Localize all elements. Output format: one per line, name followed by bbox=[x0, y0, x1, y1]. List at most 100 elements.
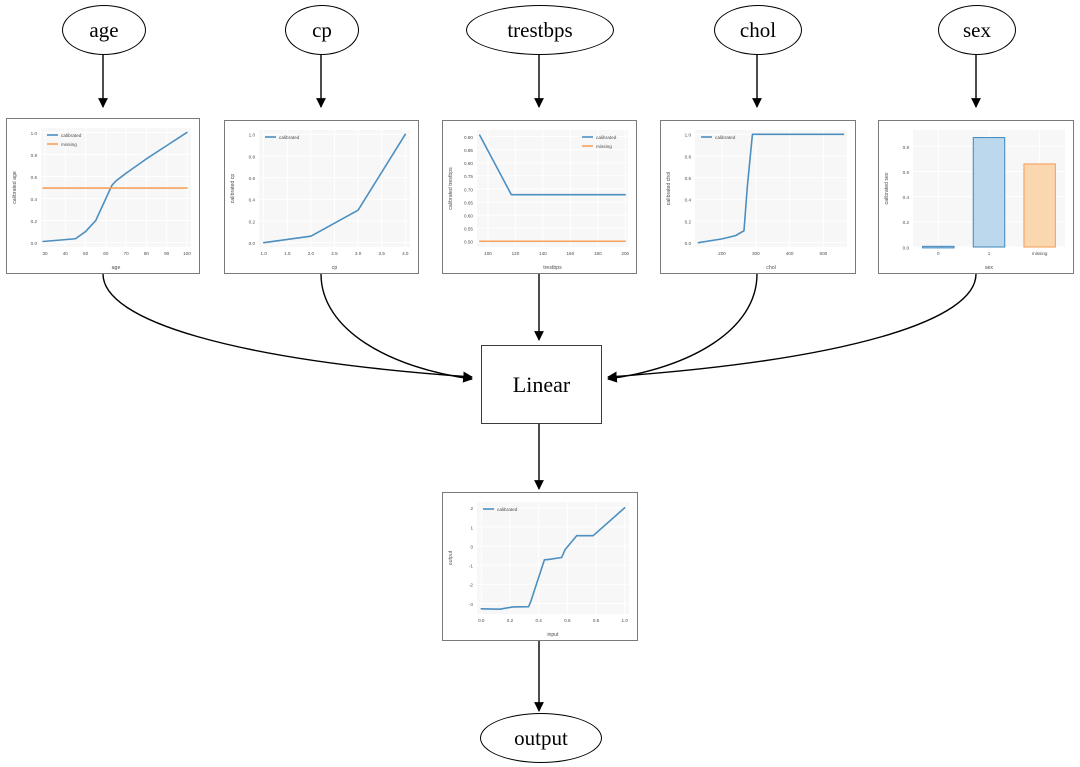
svg-text:160: 160 bbox=[567, 251, 575, 256]
svg-text:0.6: 0.6 bbox=[564, 618, 571, 623]
svg-text:1.0: 1.0 bbox=[249, 133, 256, 138]
svg-text:0.8: 0.8 bbox=[249, 154, 256, 159]
svg-text:calibrated trestbps: calibrated trestbps bbox=[448, 167, 454, 210]
svg-text:0.85: 0.85 bbox=[464, 148, 473, 153]
svg-text:120: 120 bbox=[512, 251, 520, 256]
svg-text:0.6: 0.6 bbox=[249, 176, 256, 181]
svg-text:age: age bbox=[112, 265, 121, 271]
svg-text:400: 400 bbox=[786, 251, 794, 256]
svg-text:0.2: 0.2 bbox=[507, 618, 514, 623]
svg-text:0.2: 0.2 bbox=[249, 219, 256, 224]
node-chol[interactable]: chol bbox=[714, 5, 802, 55]
svg-text:0.4: 0.4 bbox=[535, 618, 542, 623]
svg-text:missing: missing bbox=[1032, 251, 1048, 256]
node-trestbps-label: trestbps bbox=[507, 17, 573, 42]
node-output[interactable]: output bbox=[480, 713, 602, 763]
svg-text:0.75: 0.75 bbox=[464, 174, 473, 179]
svg-text:0.8: 0.8 bbox=[685, 154, 692, 159]
svg-text:calibrated: calibrated bbox=[596, 135, 617, 140]
svg-text:0.8: 0.8 bbox=[31, 153, 38, 158]
node-cp-label: cp bbox=[312, 17, 332, 42]
svg-text:180: 180 bbox=[594, 251, 602, 256]
svg-text:90: 90 bbox=[164, 251, 170, 256]
svg-text:calibrated: calibrated bbox=[715, 135, 736, 140]
svg-text:0: 0 bbox=[937, 251, 940, 256]
svg-text:0.2: 0.2 bbox=[903, 220, 910, 225]
svg-text:-1: -1 bbox=[469, 564, 474, 569]
svg-text:1.0: 1.0 bbox=[622, 618, 629, 623]
svg-text:2.5: 2.5 bbox=[331, 251, 338, 256]
svg-text:cp: cp bbox=[332, 265, 338, 271]
svg-text:2: 2 bbox=[470, 506, 473, 511]
edge-cholplot-to-linear bbox=[607, 273, 758, 383]
svg-text:sex: sex bbox=[985, 265, 993, 271]
svg-text:0.0: 0.0 bbox=[478, 618, 485, 623]
svg-text:50: 50 bbox=[83, 251, 89, 256]
node-trestbps[interactable]: trestbps bbox=[466, 5, 614, 55]
svg-text:4.0: 4.0 bbox=[402, 251, 409, 256]
svg-text:140: 140 bbox=[539, 251, 547, 256]
svg-text:2.0: 2.0 bbox=[308, 251, 315, 256]
svg-text:30: 30 bbox=[42, 251, 48, 256]
svg-text:calibrated chol: calibrated chol bbox=[666, 172, 672, 205]
svg-text:1: 1 bbox=[470, 525, 473, 530]
svg-text:0.8: 0.8 bbox=[593, 618, 600, 623]
svg-text:3.5: 3.5 bbox=[378, 251, 385, 256]
svg-text:0.6: 0.6 bbox=[685, 176, 692, 181]
svg-text:100: 100 bbox=[484, 251, 492, 256]
node-linear[interactable]: Linear bbox=[481, 345, 602, 424]
node-cp[interactable]: cp bbox=[285, 5, 359, 55]
svg-text:calibrated: calibrated bbox=[61, 133, 82, 138]
svg-text:0.60: 0.60 bbox=[464, 213, 473, 218]
svg-text:0.80: 0.80 bbox=[464, 161, 473, 166]
node-age[interactable]: age bbox=[62, 5, 146, 55]
svg-text:0.0: 0.0 bbox=[31, 241, 38, 246]
node-age-label: age bbox=[89, 17, 119, 42]
svg-text:40: 40 bbox=[63, 251, 69, 256]
edge-sexplot-to-linear bbox=[607, 273, 977, 382]
node-sex[interactable]: sex bbox=[938, 5, 1016, 55]
node-chol-label: chol bbox=[739, 17, 777, 42]
svg-text:input: input bbox=[547, 632, 559, 638]
svg-text:70: 70 bbox=[124, 251, 130, 256]
node-linear-label: Linear bbox=[512, 371, 571, 397]
svg-text:0.0: 0.0 bbox=[249, 241, 256, 246]
svg-text:calibrated sex: calibrated sex bbox=[884, 172, 890, 204]
svg-text:1.5: 1.5 bbox=[284, 251, 291, 256]
svg-text:60: 60 bbox=[103, 251, 109, 256]
svg-text:0.90: 0.90 bbox=[464, 135, 473, 140]
svg-text:missing: missing bbox=[596, 144, 612, 149]
svg-text:0.0: 0.0 bbox=[685, 241, 692, 246]
edge-cpplot-to-linear bbox=[320, 273, 473, 383]
svg-text:0.6: 0.6 bbox=[903, 170, 910, 175]
svg-text:300: 300 bbox=[752, 251, 760, 256]
svg-text:0.65: 0.65 bbox=[464, 200, 473, 205]
edge-ageplot-to-linear bbox=[102, 273, 473, 382]
svg-text:chol: chol bbox=[766, 265, 776, 271]
svg-text:200: 200 bbox=[718, 251, 726, 256]
svg-text:output: output bbox=[448, 550, 454, 565]
svg-text:500: 500 bbox=[820, 251, 828, 256]
svg-text:0.2: 0.2 bbox=[31, 219, 38, 224]
svg-text:100: 100 bbox=[183, 251, 191, 256]
svg-text:0.0: 0.0 bbox=[903, 245, 910, 250]
svg-text:trestbps: trestbps bbox=[543, 265, 562, 271]
node-output-label: output bbox=[514, 725, 568, 750]
svg-text:0.4: 0.4 bbox=[903, 195, 910, 200]
svg-text:0.70: 0.70 bbox=[464, 187, 473, 192]
svg-text:0: 0 bbox=[470, 544, 473, 549]
svg-text:1: 1 bbox=[988, 251, 991, 256]
svg-text:missing: missing bbox=[61, 142, 77, 147]
svg-text:0.4: 0.4 bbox=[31, 197, 38, 202]
svg-text:calibrated: calibrated bbox=[497, 507, 518, 512]
node-sex-label: sex bbox=[963, 17, 991, 42]
svg-text:0.55: 0.55 bbox=[464, 227, 473, 232]
svg-text:calibrated age: calibrated age bbox=[12, 171, 18, 204]
